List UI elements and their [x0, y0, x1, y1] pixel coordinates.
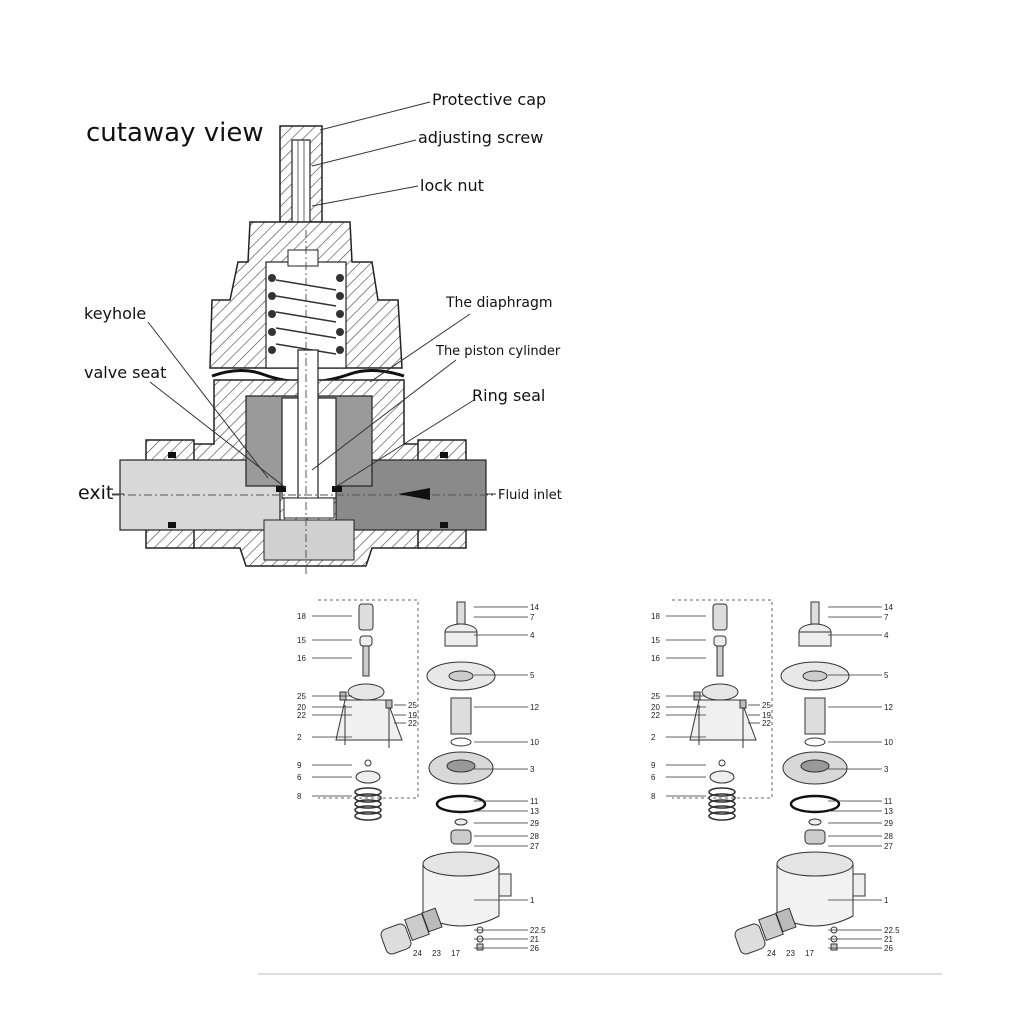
part-number-label: 16	[297, 654, 306, 663]
part-number-label: 5	[884, 671, 889, 680]
part-number-label: 20	[651, 703, 660, 712]
label-valve-seat: valve seat	[84, 363, 167, 382]
exploded-diagram-right: 1815162520222968251922147451210311132928…	[651, 599, 900, 958]
part-number-label: 25	[651, 692, 660, 701]
part-number-label: 21	[530, 935, 539, 944]
part-number-label: 5	[530, 671, 535, 680]
part-number-label: 22.5	[884, 926, 900, 935]
part-number-label: 2	[651, 733, 656, 742]
part-number-label: 19	[762, 711, 771, 720]
part-number-label: 24	[413, 949, 422, 958]
part-number-label: 9	[651, 761, 656, 770]
label-ring-seal: Ring seal	[472, 386, 546, 405]
part-number-label: 4	[530, 631, 535, 640]
part-number-label: 26	[530, 944, 539, 953]
part-number-label: 29	[884, 819, 893, 828]
part-number-label: 16	[651, 654, 660, 663]
part-number-label: 7	[884, 613, 889, 622]
part-number-label: 15	[651, 636, 660, 645]
part-number-label: 22	[762, 719, 771, 728]
cutaway-title: cutaway view	[86, 118, 264, 148]
part-number-label: 25	[408, 701, 417, 710]
part-number-label: 11	[884, 797, 893, 806]
part-number-label: 22.5	[530, 926, 546, 935]
part-number-label: 6	[651, 773, 656, 782]
part-number-label: 22	[297, 711, 306, 720]
label-piston-cylinder: The piston cylinder	[436, 344, 561, 359]
part-number-label: 27	[884, 842, 893, 851]
part-number-label: 18	[297, 612, 306, 621]
part-number-label: 12	[884, 703, 893, 712]
part-number-label: 25	[297, 692, 306, 701]
part-number-label: 17	[451, 949, 460, 958]
part-number-label: 3	[530, 765, 535, 774]
cutaway-leaders	[112, 101, 496, 495]
exploded-diagram-left: 1815162520222968251922147451210311132928…	[297, 599, 546, 958]
part-number-label: 27	[530, 842, 539, 851]
label-diaphragm: The diaphragm	[446, 295, 553, 311]
part-number-label: 15	[297, 636, 306, 645]
part-number-label: 18	[651, 612, 660, 621]
part-number-label: 14	[884, 603, 893, 612]
part-number-label: 1	[530, 896, 535, 905]
part-number-label: 13	[884, 807, 893, 816]
valve-body-shape	[112, 230, 496, 575]
part-number-label: 11	[530, 797, 539, 806]
part-number-label: 14	[530, 603, 539, 612]
part-number-label: 29	[530, 819, 539, 828]
part-number-label: 12	[530, 703, 539, 712]
part-number-label: 25	[762, 701, 771, 710]
part-number-label: 22	[408, 719, 417, 728]
label-fluid-inlet: Fluid inlet	[498, 488, 562, 503]
part-number-label: 24	[767, 949, 776, 958]
part-number-label: 1	[884, 896, 889, 905]
label-lock-nut: lock nut	[420, 176, 484, 195]
part-number-label: 3	[884, 765, 889, 774]
part-number-label: 17	[805, 949, 814, 958]
part-number-label: 8	[651, 792, 656, 801]
part-number-label: 19	[408, 711, 417, 720]
part-number-label: 13	[530, 807, 539, 816]
part-number-label: 28	[884, 832, 893, 841]
part-number-label: 23	[432, 949, 441, 958]
part-number-label: 26	[884, 944, 893, 953]
label-adjusting-screw: adjusting screw	[418, 128, 544, 147]
label-keyhole: keyhole	[84, 304, 147, 323]
part-number-label: 4	[884, 631, 889, 640]
part-number-label: 8	[297, 792, 302, 801]
part-number-label: 10	[530, 738, 539, 747]
label-protective-cap: Protective cap	[432, 90, 547, 109]
part-number-label: 21	[884, 935, 893, 944]
part-number-label: 2	[297, 733, 302, 742]
part-number-label: 23	[786, 949, 795, 958]
part-number-label: 6	[297, 773, 302, 782]
part-number-label: 28	[530, 832, 539, 841]
part-number-label: 22	[651, 711, 660, 720]
part-number-label: 20	[297, 703, 306, 712]
part-number-label: 7	[530, 613, 535, 622]
label-exit: exit	[78, 482, 114, 504]
part-number-label: 9	[297, 761, 302, 770]
part-number-label: 10	[884, 738, 893, 747]
